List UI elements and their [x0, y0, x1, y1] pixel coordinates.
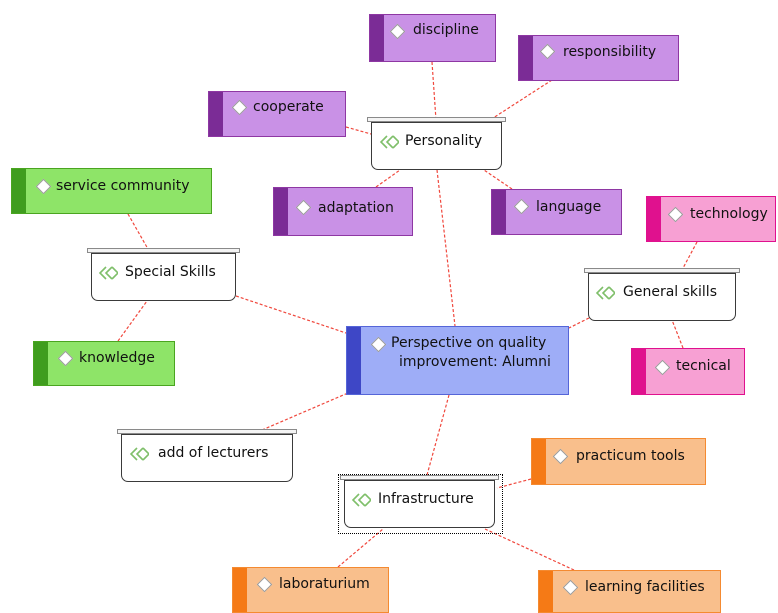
code-label: adaptation	[318, 200, 394, 216]
link-responsibility-personality	[489, 79, 553, 121]
diamond-icon	[35, 178, 52, 195]
diamond-icon	[231, 99, 248, 116]
link-personality-central	[436, 169, 456, 327]
diamond-icon	[562, 579, 579, 596]
diamond-icon	[389, 23, 406, 40]
category-label: Infrastructure	[378, 491, 474, 507]
link-special-skills-central	[235, 295, 347, 334]
code-label: discipline	[413, 22, 479, 38]
diamond-icon	[667, 206, 684, 223]
diamond-icon	[57, 350, 74, 367]
code-service-community[interactable]: service community	[11, 168, 212, 214]
link-service-community-special-skills	[127, 213, 149, 250]
link-learning-infrastructure	[484, 528, 575, 571]
category-infrastructure[interactable]: Infrastructure	[340, 475, 499, 528]
code-label: cooperate	[253, 99, 324, 115]
link-knowledge-special-skills	[117, 300, 148, 342]
code-laboraturium[interactable]: laboraturium	[232, 567, 389, 613]
code-label: practicum tools	[576, 448, 685, 464]
diamond-icon	[552, 448, 569, 465]
code-language[interactable]: language	[491, 189, 622, 235]
code-label: responsibility	[563, 44, 657, 60]
link-technology-general-skills	[681, 241, 698, 271]
category-label: add of lecturers	[158, 445, 269, 461]
code-label: service community	[56, 178, 190, 194]
diamond-icon	[370, 336, 387, 353]
code-practicum-tools[interactable]: practicum tools	[531, 438, 706, 485]
category-general-skills[interactable]: General skills	[584, 268, 740, 321]
code-tecnical[interactable]: tecnical	[631, 348, 745, 395]
category-special-skills[interactable]: Special Skills	[87, 248, 240, 301]
link-discipline-personality	[431, 61, 437, 121]
category-label: Special Skills	[125, 264, 216, 280]
category-personality[interactable]: Personality	[367, 117, 506, 170]
category-label: Personality	[405, 133, 483, 149]
code-technology[interactable]: technology	[646, 196, 776, 242]
diamond-icon	[256, 576, 273, 593]
code-label: laboraturium	[279, 576, 370, 592]
central-code[interactable]: Perspective on quality improvement: Alum…	[346, 326, 569, 395]
double-chevron-icon	[98, 266, 118, 280]
link-cooperate-personality	[345, 126, 372, 135]
selection-outline	[338, 474, 503, 534]
diamond-icon	[539, 43, 556, 60]
code-responsibility[interactable]: responsibility	[518, 35, 679, 81]
double-chevron-icon	[379, 135, 399, 149]
category-label: General skills	[623, 284, 717, 300]
double-chevron-icon	[595, 286, 615, 300]
central-label-line1: Perspective on quality	[391, 335, 547, 351]
link-language-personality	[483, 169, 513, 190]
double-chevron-icon	[351, 493, 371, 507]
link-tecnical-general-skills	[671, 319, 684, 349]
link-laboraturium-infrastructure	[337, 528, 384, 568]
code-label: knowledge	[79, 350, 155, 366]
link-infrastructure-central	[426, 394, 450, 476]
central-label-line2: improvement: Alumni	[399, 354, 551, 370]
link-lecturers-central	[261, 392, 349, 431]
diamond-icon	[654, 359, 671, 376]
code-adaptation[interactable]: adaptation	[273, 187, 413, 236]
code-cooperate[interactable]: cooperate	[208, 91, 346, 137]
code-knowledge[interactable]: knowledge	[33, 341, 175, 386]
double-chevron-icon	[129, 447, 149, 461]
diamond-icon	[513, 198, 530, 215]
category-add-of-lecturers[interactable]: add of lecturers	[117, 429, 297, 482]
code-discipline[interactable]: discipline	[369, 14, 496, 62]
code-label: language	[536, 199, 602, 215]
diamond-icon	[295, 199, 312, 216]
code-label: technology	[690, 206, 768, 222]
link-general-skills-central	[568, 317, 590, 329]
link-adaptation-personality	[375, 169, 401, 188]
code-learning-facilities[interactable]: learning facilities	[538, 570, 721, 613]
code-label: tecnical	[676, 358, 731, 374]
link-practicum-infrastructure	[496, 478, 532, 489]
code-label: learning facilities	[585, 579, 705, 595]
